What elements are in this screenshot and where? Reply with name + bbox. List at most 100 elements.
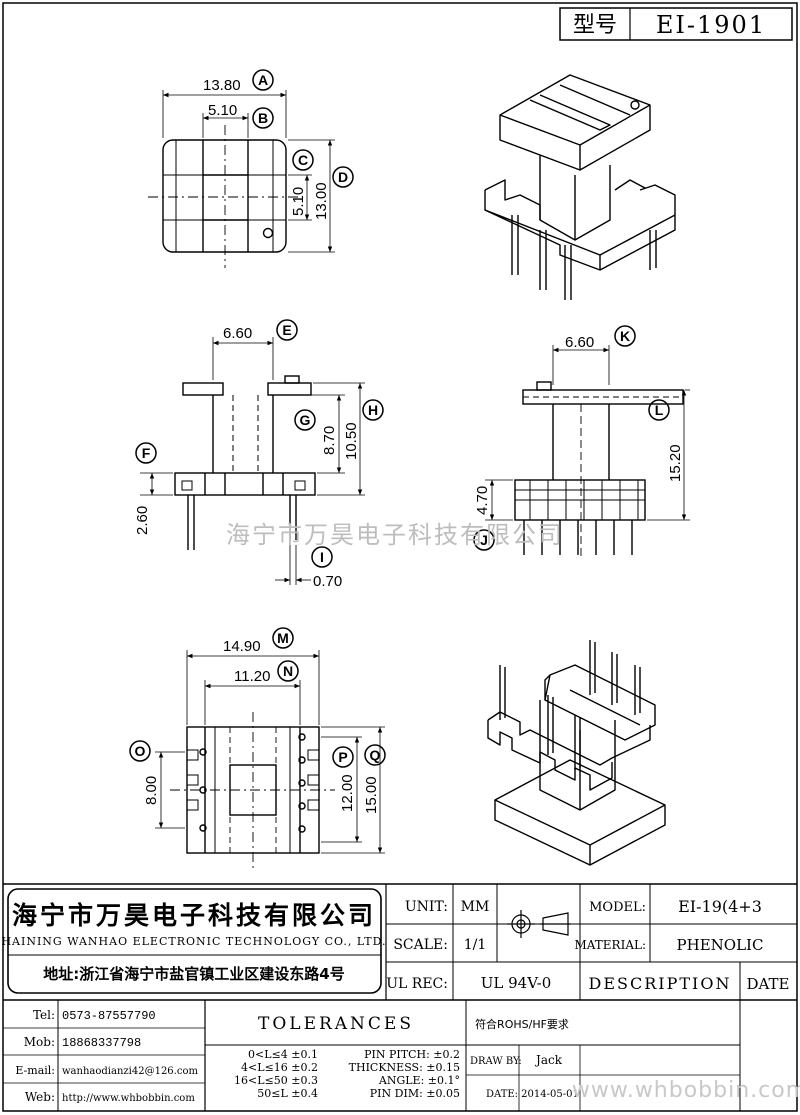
label-b: B — [252, 107, 274, 129]
date-header: DATE — [747, 975, 790, 993]
scale-label: SCALE: — [393, 937, 448, 953]
svg-text:A: A — [258, 72, 268, 88]
email-label: E-mail: — [15, 1064, 55, 1077]
dim-k-value: 6.60 — [565, 334, 594, 351]
tolerances-title: TOLERANCES — [258, 1014, 414, 1034]
date-field-label: DATE: — [486, 1089, 518, 1100]
date-value: 2014-05-01 — [521, 1089, 579, 1100]
circled-labels: A B C D E F G H I J K L M N O P Q — [129, 69, 670, 768]
model-header-box: 型号 EI-1901 — [559, 7, 793, 41]
company-address: 地址:浙江省海宁市盐官镇工业区建设东路4号 — [43, 965, 344, 983]
label-o: O — [129, 740, 151, 762]
svg-text:P: P — [338, 749, 347, 765]
label-e: E — [276, 319, 298, 341]
model-label: MODEL: — [589, 900, 646, 915]
dim-b-value: 5.10 — [208, 102, 237, 119]
dim-m-value: 14.90 — [223, 638, 261, 655]
label-m: M — [272, 627, 294, 649]
svg-text:Q: Q — [370, 747, 381, 763]
label-h: H — [362, 399, 384, 421]
label-f: F — [135, 442, 157, 464]
front-view — [140, 337, 365, 585]
label-g: G — [294, 409, 316, 431]
label-q: Q — [364, 744, 386, 766]
dim-j-value: 4.70 — [474, 486, 491, 515]
type-label: 型号 — [573, 13, 617, 38]
title-block — [3, 883, 797, 1111]
label-d: D — [332, 166, 354, 188]
side-view — [485, 345, 690, 560]
ul-label: UL REC: — [386, 976, 448, 992]
svg-text:O: O — [135, 743, 146, 759]
dim-f-value: 2.60 — [134, 506, 151, 535]
label-p: P — [332, 746, 354, 768]
draw-by-label: DRAW BY: — [470, 1056, 522, 1067]
dim-p-value: 12.00 — [339, 774, 356, 812]
svg-text:C: C — [298, 152, 308, 168]
label-a: A — [252, 69, 274, 91]
tolerance-row-4: 50≤L ±0.4 — [257, 1087, 318, 1100]
rohs-note: 符合ROHS/HF要求 — [475, 1017, 569, 1031]
svg-text:I: I — [320, 549, 324, 565]
material-value: PHENOLIC — [677, 936, 764, 954]
svg-text:D: D — [338, 169, 348, 185]
tel-label: Tel: — [33, 1008, 55, 1022]
bottom-view — [155, 650, 385, 868]
dim-c-value: 5.10 — [290, 187, 307, 216]
svg-text:B: B — [258, 110, 268, 126]
svg-text:N: N — [283, 663, 293, 679]
top-view — [148, 90, 335, 268]
tolerance-row-2: 4<L≤16 ±0.2 — [241, 1061, 318, 1074]
iso-view-bottom — [487, 640, 666, 866]
svg-text:J: J — [480, 532, 488, 548]
svg-text:K: K — [620, 328, 630, 344]
dim-d-value: 13.00 — [313, 182, 330, 220]
unit-value: MM — [461, 899, 490, 915]
draw-by-value: Jack — [534, 1053, 563, 1067]
company-watermark: 海宁市万昊电子科技有限公司 — [226, 521, 564, 549]
label-c: C — [292, 149, 314, 171]
dim-e-value: 6.60 — [223, 325, 252, 342]
dim-q-value: 15.00 — [363, 776, 380, 814]
svg-text:F: F — [142, 445, 151, 461]
dim-h-value: 10.50 — [343, 422, 360, 460]
svg-text:L: L — [655, 402, 664, 418]
iso-view-top — [484, 74, 676, 300]
svg-text:M: M — [277, 630, 289, 646]
email-value: wanhaodianzi42@126.com — [62, 1066, 198, 1077]
web-label: Web: — [25, 1090, 55, 1104]
dim-g-value: 8.70 — [321, 426, 338, 455]
svg-text:H: H — [368, 402, 378, 418]
dim-n-value: 11.20 — [234, 668, 270, 685]
label-k: K — [614, 325, 636, 347]
tolerance-row-1: 0<L≤4 ±0.1 — [248, 1048, 318, 1061]
mob-label: Mob: — [24, 1035, 55, 1049]
pin-pitch-tolerance: PIN PITCH: ±0.2 — [364, 1048, 460, 1061]
company-name-cn: 海宁市万昊电子科技有限公司 — [12, 901, 376, 930]
tel-value: 0573-87557790 — [62, 1009, 156, 1023]
ul-value: UL 94V-0 — [481, 974, 552, 992]
mob-value: 18868337798 — [62, 1036, 141, 1050]
description-header: DESCRIPTION — [589, 974, 732, 993]
svg-text:E: E — [282, 322, 291, 338]
dim-l-value: 15.20 — [667, 444, 684, 482]
web-value: http://www.whbobbin.com — [62, 1093, 195, 1104]
svg-text:G: G — [300, 412, 311, 428]
dim-i-value: 0.70 — [313, 573, 342, 590]
label-j: J — [473, 529, 495, 551]
type-value: EI-1901 — [656, 11, 766, 39]
material-label: MATERIAL: — [574, 938, 646, 952]
model-value: EI-19(4+3 — [678, 897, 762, 916]
label-n: N — [277, 660, 299, 682]
label-l: L — [648, 399, 670, 421]
unit-label: UNIT: — [405, 899, 448, 915]
dim-o-value: 8.00 — [143, 776, 160, 805]
angle-tolerance: ANGLE: ±0.1° — [378, 1074, 460, 1087]
thickness-tolerance: THICKNESS: ±0.15 — [349, 1061, 460, 1074]
pin-dim-tolerance: PIN DIM: ±0.05 — [370, 1087, 460, 1100]
scale-value: 1/1 — [464, 937, 487, 953]
tolerance-row-3: 16<L≤50 ±0.3 — [234, 1074, 318, 1087]
projection-symbol-icon — [507, 910, 571, 938]
